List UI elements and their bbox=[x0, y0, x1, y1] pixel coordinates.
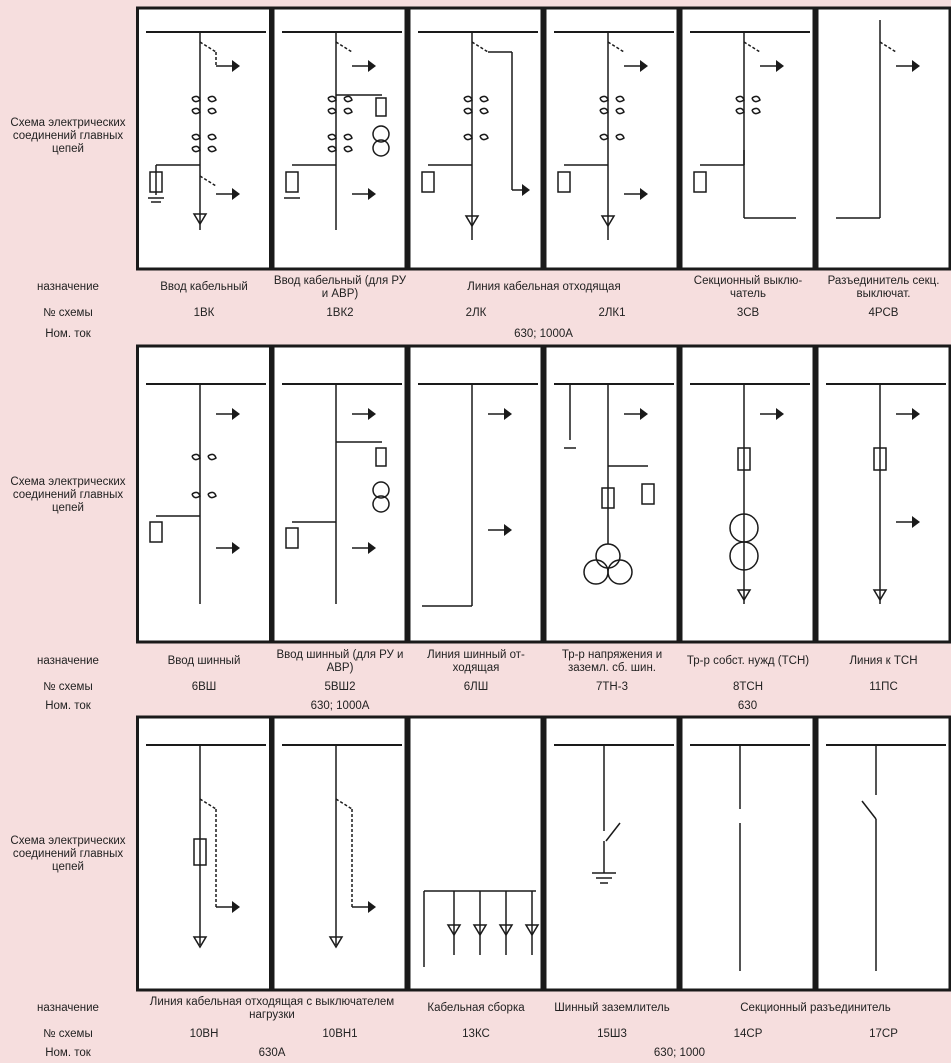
scheme-1vk-drawing bbox=[146, 31, 266, 230]
scheme-number: 13КС bbox=[408, 1024, 544, 1044]
current-label-3: Ном. ток bbox=[0, 1044, 136, 1063]
purpose-8tsn: Тр-р собст. нужд (ТСН) bbox=[680, 646, 816, 677]
row-label-scheme-3: Схема электрических соединений главных ц… bbox=[0, 715, 136, 993]
scheme-number: 1ВК bbox=[136, 303, 272, 324]
purpose-4rsv: Разъединитель секц. выключат. bbox=[816, 272, 951, 303]
scheme-6lsh-drawing bbox=[418, 383, 538, 607]
scheme-number: 6ЛШ bbox=[408, 677, 544, 697]
purpose-14sr: Секционный разъединитель bbox=[680, 993, 951, 1024]
schematic-drawings-row-1 bbox=[136, 6, 951, 271]
scheme-number: 3СВ bbox=[680, 303, 816, 324]
scheme-number: 17СР bbox=[816, 1024, 951, 1044]
purpose-label-1: назначение bbox=[0, 272, 136, 303]
schemes-row-3 bbox=[136, 715, 951, 993]
row-label-scheme-1: Схема электрических соединений главных ц… bbox=[0, 0, 136, 272]
scheme-number: 15Ш3 bbox=[544, 1024, 680, 1044]
scheme-2lk1-drawing bbox=[554, 31, 674, 240]
scheme-number: 10ВН bbox=[136, 1024, 272, 1044]
scheme-3sv-drawing bbox=[690, 31, 810, 219]
purpose-13ks: Кабельная сборка bbox=[408, 993, 544, 1024]
purpose-6lsh: Линия шинный от-ходящая bbox=[408, 646, 544, 677]
scheme-label-1: № схемы bbox=[0, 303, 136, 324]
purpose-1vk: Ввод кабельный bbox=[136, 272, 272, 303]
scheme-14sr-drawing bbox=[690, 744, 810, 971]
scheme-number: 6ВШ bbox=[136, 677, 272, 697]
current-label-1: Ном. ток bbox=[0, 324, 136, 344]
scheme-6vsh-drawing bbox=[146, 383, 266, 604]
purpose-6vsh: Ввод шинный bbox=[136, 646, 272, 677]
schemes-row-1 bbox=[136, 0, 951, 272]
scheme-7tn3-drawing bbox=[554, 383, 674, 585]
current-value-3a: 630А bbox=[136, 1044, 408, 1063]
purpose-15sh3: Шинный заземлитель bbox=[544, 993, 680, 1024]
scheme-17sr-drawing bbox=[826, 744, 946, 971]
purpose-1vk2: Ввод кабельный (для РУ и АВР) bbox=[272, 272, 408, 303]
schematic-drawings-row-2 bbox=[136, 344, 951, 644]
scheme-number: 4РСВ bbox=[816, 303, 951, 324]
schematic-drawings-row-3 bbox=[136, 715, 951, 992]
scheme-number: 2ЛК bbox=[408, 303, 544, 324]
current-value-3b: 630; 1000 bbox=[408, 1044, 951, 1063]
purpose-7tn3: Тр-р напряжения и заземл. сб. шин. bbox=[544, 646, 680, 677]
scheme-number: 7ТН-3 bbox=[544, 677, 680, 697]
purpose-label-3: назначение bbox=[0, 993, 136, 1024]
scheme-number: 5ВШ2 bbox=[272, 677, 408, 697]
purpose-10vn: Линия кабельная отходящая с выключателем… bbox=[136, 993, 408, 1024]
scheme-8tsn-drawing bbox=[690, 383, 810, 604]
scheme-number: 14СР bbox=[680, 1024, 816, 1044]
current-value-2a: 630; 1000А bbox=[136, 697, 544, 715]
scheme-2lk-drawing bbox=[418, 31, 538, 240]
row-label-scheme-2: Схема электрических соединений главных ц… bbox=[0, 344, 136, 646]
scheme-1vk2-drawing bbox=[282, 31, 402, 230]
scheme-number: 1ВК2 bbox=[272, 303, 408, 324]
scheme-13ks-drawing bbox=[423, 890, 540, 967]
purpose-5vsh2: Ввод шинный (для РУ и АВР) bbox=[272, 646, 408, 677]
scheme-number: 11ПС bbox=[816, 677, 951, 697]
scheme-4rsv-drawing bbox=[836, 20, 920, 219]
purpose-11ps: Линия к ТСН bbox=[816, 646, 951, 677]
scheme-label-3: № схемы bbox=[0, 1024, 136, 1044]
current-value-1: 630; 1000А bbox=[136, 324, 951, 344]
scheme-label-2: № схемы bbox=[0, 677, 136, 697]
scheme-number: 10ВН1 bbox=[272, 1024, 408, 1044]
schemes-row-2 bbox=[136, 344, 951, 646]
scheme-10vn-drawing bbox=[146, 744, 266, 949]
scheme-10vn1-drawing bbox=[282, 744, 402, 949]
scheme-15sh3-drawing bbox=[554, 744, 674, 884]
scheme-5vsh2-drawing bbox=[282, 383, 402, 604]
scheme-number: 2ЛК1 bbox=[544, 303, 680, 324]
current-label-2: Ном. ток bbox=[0, 697, 136, 715]
scheme-number: 8ТСН bbox=[680, 677, 816, 697]
purpose-3sv: Секционный выклю-чатель bbox=[680, 272, 816, 303]
purpose-2lk: Линия кабельная отходящая bbox=[408, 272, 680, 303]
purpose-label-2: назначение bbox=[0, 646, 136, 677]
scheme-11ps-drawing bbox=[826, 383, 946, 604]
current-value-2b: 630 bbox=[544, 697, 951, 715]
